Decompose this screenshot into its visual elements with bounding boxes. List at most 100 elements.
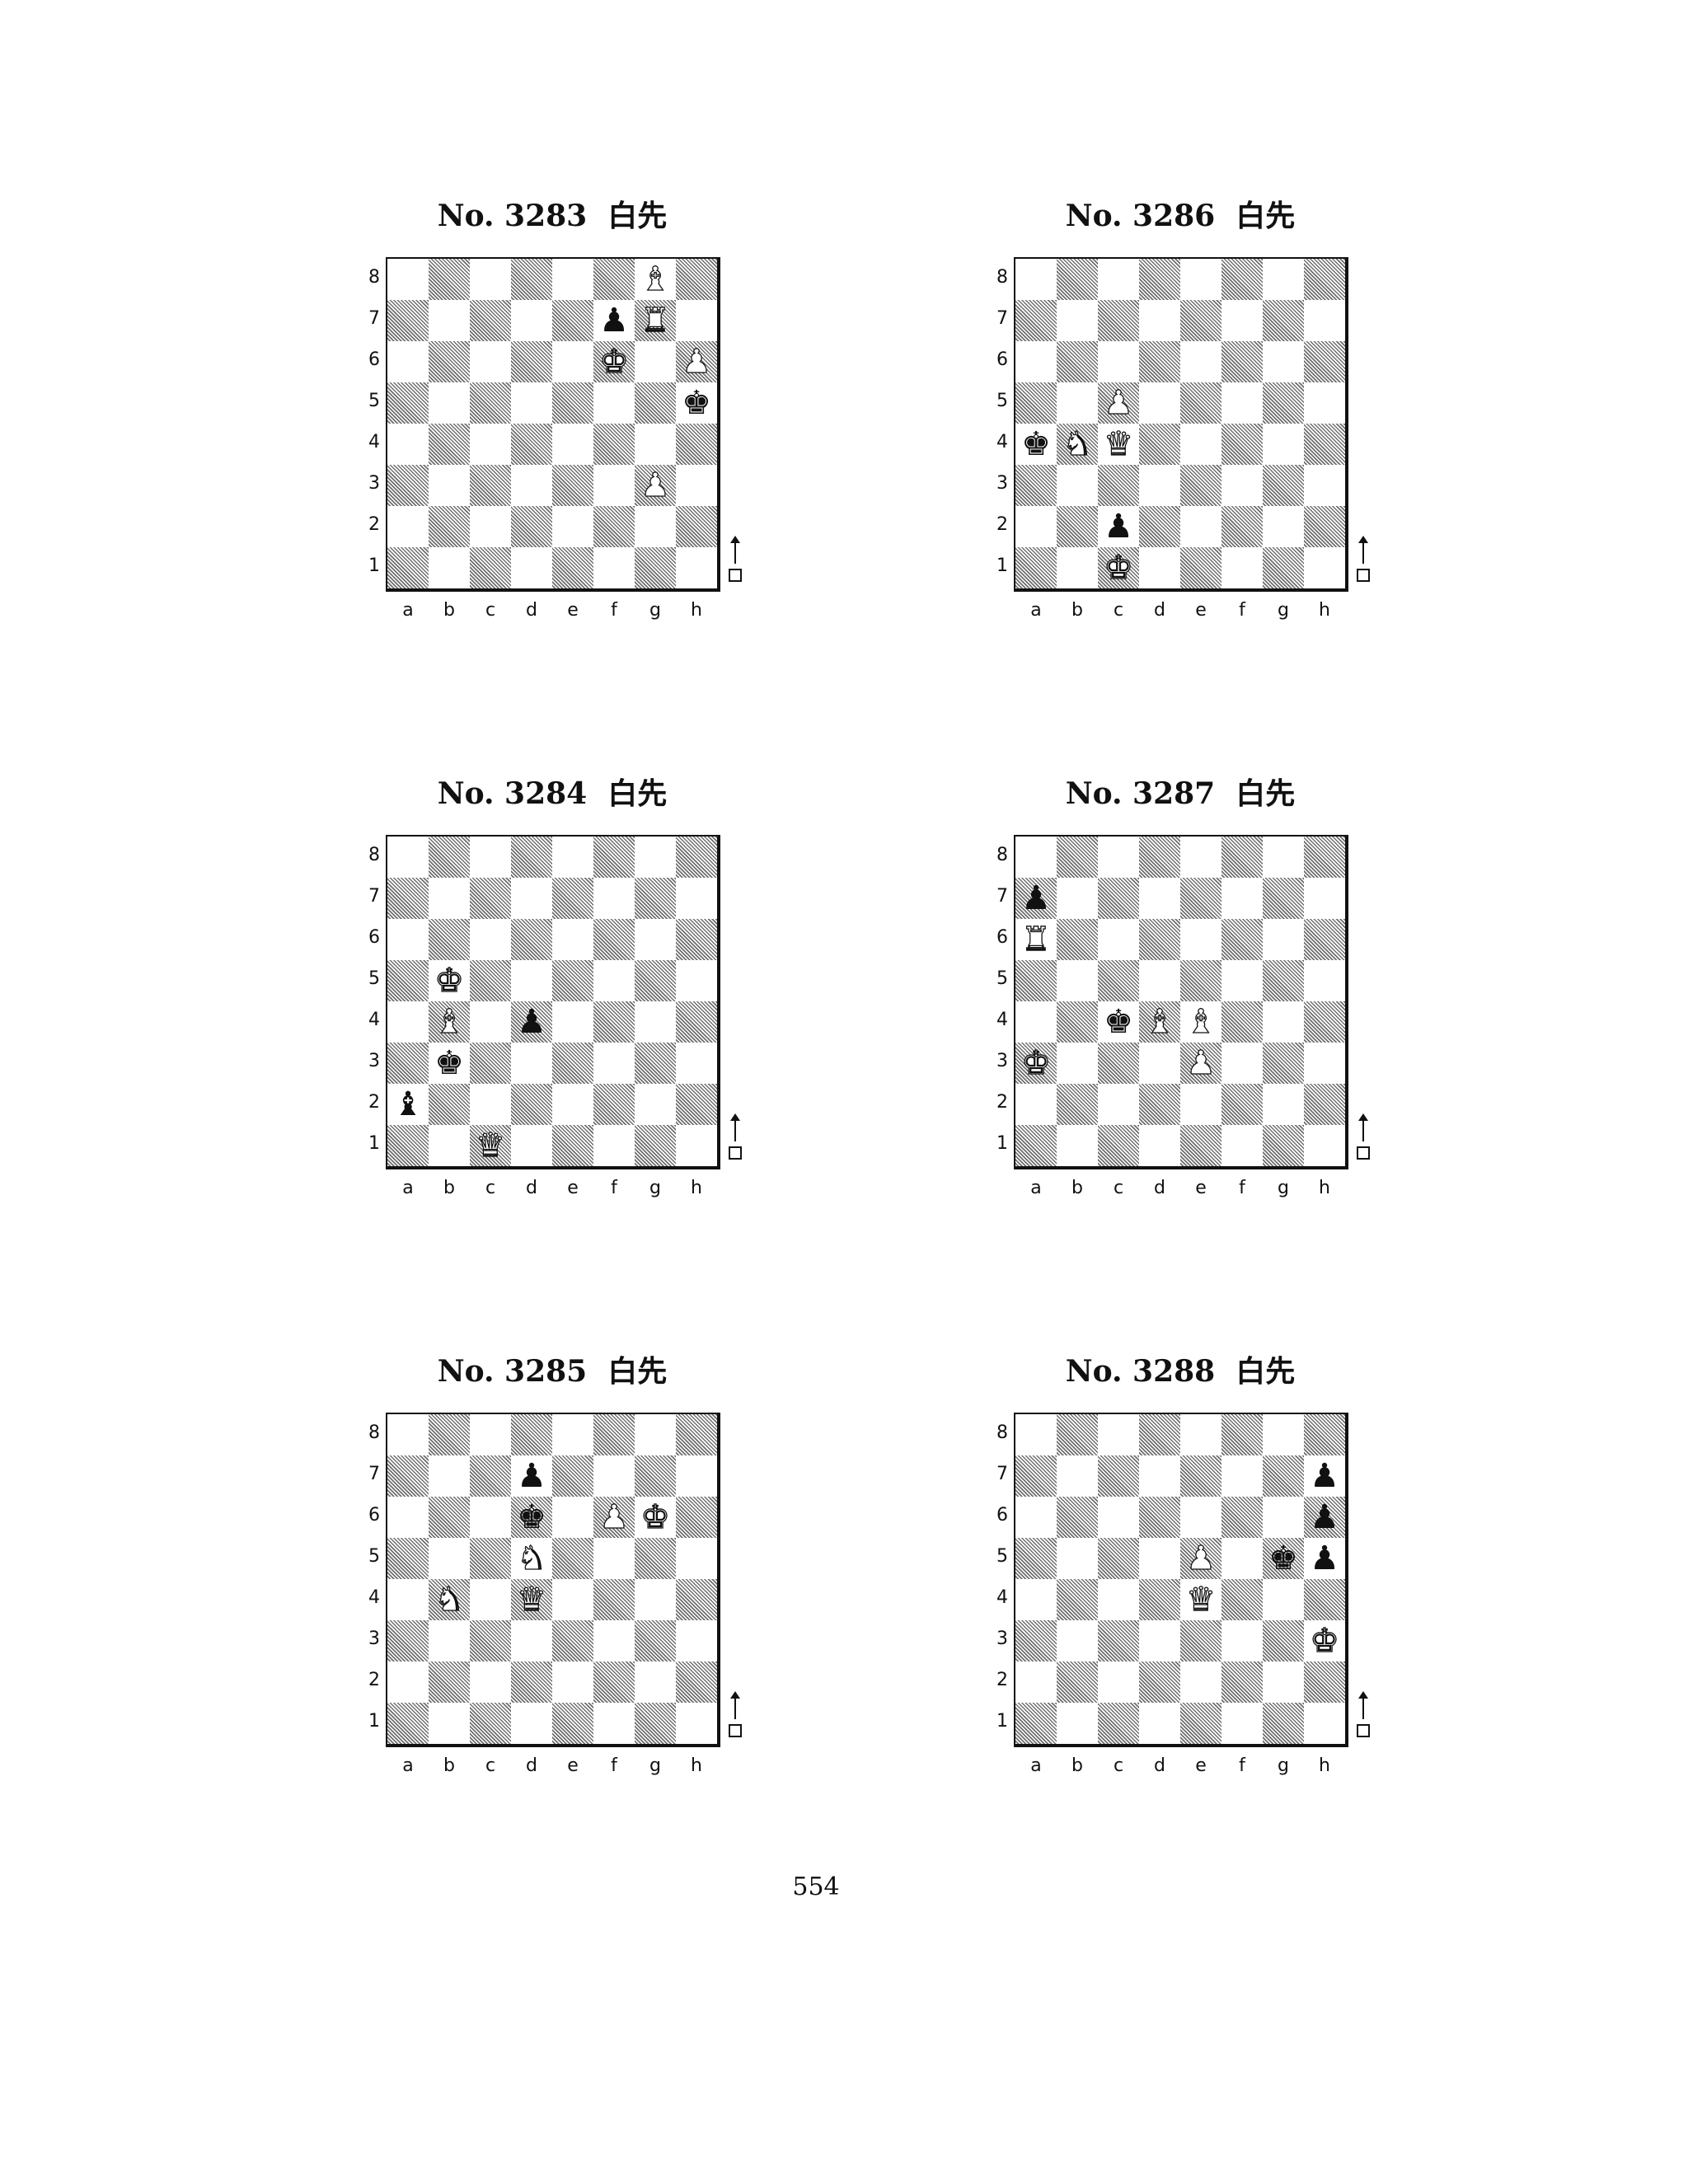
board-square [593,878,635,919]
board-square [676,341,717,382]
white-square-icon [729,1146,742,1160]
board-square [1098,1125,1139,1166]
board-square [1304,341,1345,382]
board-square [1015,1414,1057,1455]
up-arrow-icon [730,536,740,543]
up-arrow-icon [1358,1113,1368,1121]
side-to-move-indicator [725,1113,745,1163]
board-square [1139,1001,1180,1043]
board-square [1139,878,1180,919]
problem-title: No. 3288 白先 [1065,1354,1296,1389]
board-square [429,341,470,382]
rank-label: 1 [996,1133,1008,1154]
board-square [1263,1043,1304,1084]
side-to-move-indicator [1353,536,1373,585]
white-knight-icon: ♞ [516,1539,546,1577]
file-label: a [1030,1755,1042,1776]
board-square [1304,1001,1345,1043]
board-square [635,1001,676,1043]
problem-title: No. 3287 白先 [1065,776,1296,811]
board-square [429,1455,470,1497]
board-square [1015,424,1057,465]
board-square [552,1620,593,1661]
board-square [676,1001,717,1043]
board-square [1139,1043,1180,1084]
board-square [1057,1497,1098,1538]
white-bishop-icon: ♝ [1185,1002,1216,1041]
file-label: e [567,1755,579,1776]
board-square [387,424,429,465]
board-square [387,465,429,506]
side-to-move-indicator [1353,1691,1373,1741]
white-pawn-icon: ♟ [1103,383,1133,422]
white-queen-icon: ♛ [1103,424,1133,463]
board-square [1098,837,1139,878]
board-square [1057,1455,1098,1497]
white-king-icon: ♚ [1020,1043,1051,1082]
chess-board: ♝♟♜♚♟♚♟ [386,257,720,592]
board-square [1304,547,1345,588]
board-square [511,837,552,878]
board-square [1139,919,1180,960]
file-label: a [402,600,414,621]
board-square [1221,1455,1263,1497]
board-square [1098,1497,1139,1538]
board-square [1221,1084,1263,1125]
file-label: c [1113,1755,1124,1776]
board-square [511,424,552,465]
white-king-icon: ♚ [598,342,629,381]
board-square [429,878,470,919]
board-square [1263,465,1304,506]
board-square [593,465,635,506]
board-square [429,1125,470,1166]
board-square [593,837,635,878]
board-square [635,837,676,878]
board-square [593,341,635,382]
board-square [593,547,635,588]
board-square [387,382,429,424]
board-square [1057,547,1098,588]
board-square [593,382,635,424]
file-label: g [649,1178,661,1198]
rank-label: 6 [368,927,380,948]
board-square [387,878,429,919]
problem-title: No. 3286 白先 [1065,199,1296,233]
white-rook-icon: ♜ [640,301,670,340]
file-label: b [1071,1755,1083,1776]
board-square [1221,300,1263,341]
board-square [1098,1538,1139,1579]
board-square [470,919,511,960]
board-square [635,1455,676,1497]
board-square [511,919,552,960]
board-square [1304,506,1345,547]
white-king-icon: ♚ [640,1497,670,1536]
board-square [635,1579,676,1620]
board-square [1098,919,1139,960]
black-king-icon: ♚ [434,1044,464,1082]
board-square [429,1703,470,1744]
rank-label: 7 [996,308,1008,329]
board-square [1098,1084,1139,1125]
board-square [593,1043,635,1084]
board-square [1057,960,1098,1001]
black-pawn-icon: ♟ [1310,1540,1339,1577]
board-square [1221,960,1263,1001]
file-label: a [1030,600,1042,621]
board-square [387,1579,429,1620]
board-square [552,919,593,960]
board-square [635,1497,676,1538]
arrow-shaft [1362,541,1364,564]
board-square [1139,1414,1180,1455]
black-pawn-icon: ♟ [517,1003,546,1041]
board-square [470,1661,511,1703]
board-square [593,1703,635,1744]
board-square [676,1703,717,1744]
board-square [1221,1001,1263,1043]
rank-label: 7 [996,886,1008,907]
rank-label: 5 [996,1546,1008,1567]
board-square [1139,259,1180,300]
board-square [635,506,676,547]
board-square [387,837,429,878]
board-square [1098,1703,1139,1744]
